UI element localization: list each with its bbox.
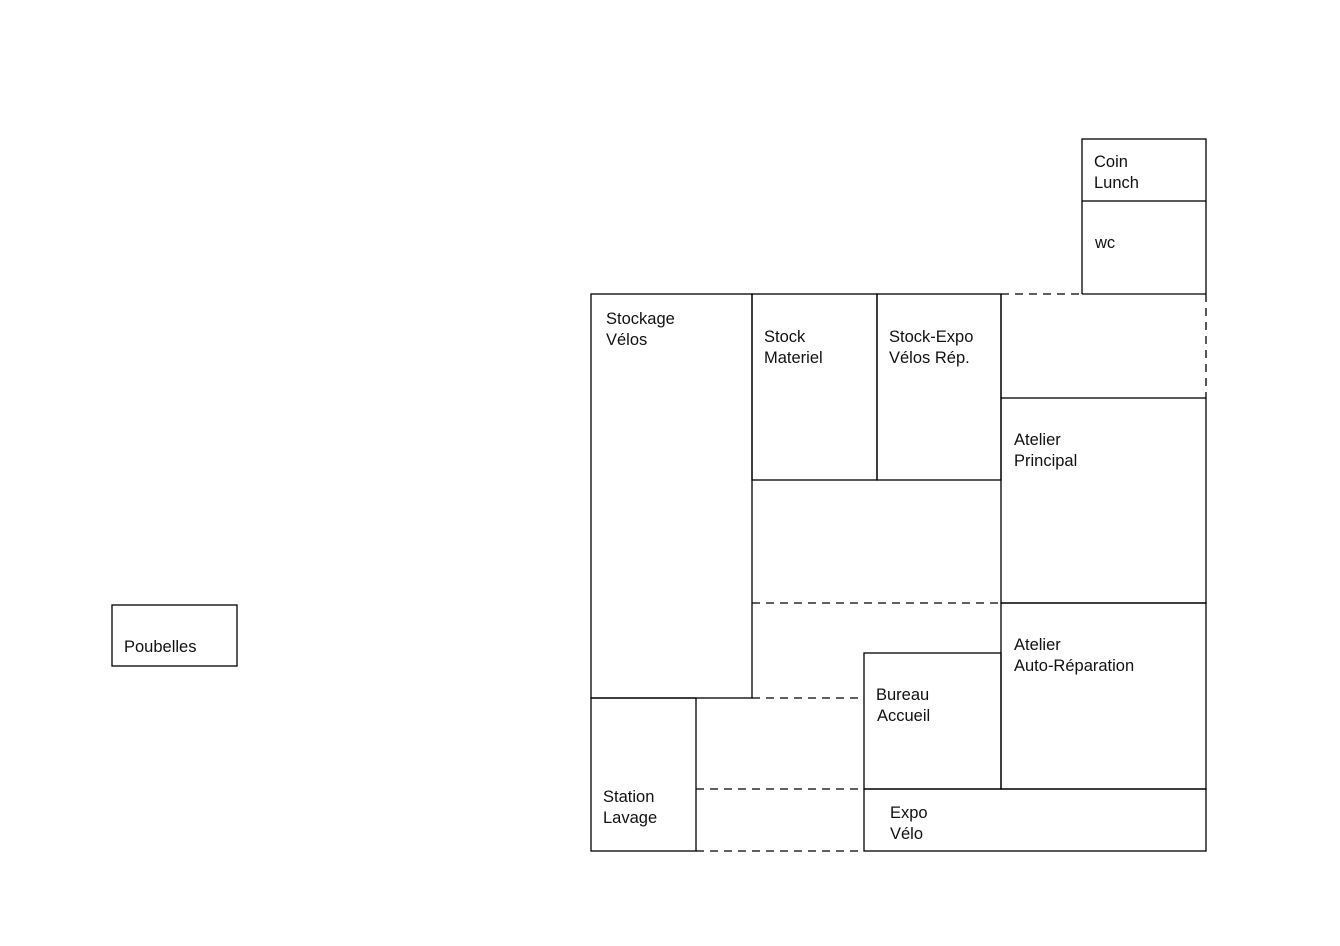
- room-poubelles: [111, 604, 238, 667]
- label-bureau-accueil-1: Bureau: [876, 686, 929, 704]
- room-atelier-auto: [1000, 602, 1207, 790]
- label-wc: wc: [1094, 234, 1115, 252]
- label-stock-expo-1: Stock-Expo: [889, 328, 973, 346]
- label-coin-lunch-1: Coin: [1094, 153, 1128, 171]
- label-stockage-velos-2: Vélos: [606, 331, 647, 349]
- label-expo-velo-2: Vélo: [890, 825, 923, 843]
- room-atelier-principal: [1000, 397, 1207, 604]
- room-coin-lunch: [1081, 138, 1207, 202]
- label-poubelles: Poubelles: [124, 638, 196, 656]
- room-stockage-velos: [590, 293, 753, 699]
- label-coin-lunch-2: Lunch: [1094, 174, 1139, 192]
- label-bureau-accueil-2: Accueil: [877, 707, 930, 725]
- label-atelier-auto-2: Auto-Réparation: [1014, 657, 1134, 675]
- label-atelier-auto-1: Atelier: [1014, 636, 1061, 654]
- label-station-lavage-2: Lavage: [603, 809, 657, 827]
- room-station-lavage: [590, 697, 697, 852]
- label-stock-materiel-2: Materiel: [764, 349, 823, 367]
- label-stock-expo-2: Vélos Rép.: [889, 349, 970, 367]
- room-expo-velo: [863, 788, 1207, 852]
- room-stock-expo: [876, 293, 1002, 481]
- label-atelier-principal-1: Atelier: [1014, 431, 1061, 449]
- label-stock-materiel-1: Stock: [764, 328, 806, 346]
- label-atelier-principal-2: Principal: [1014, 452, 1077, 470]
- room-stock-materiel: [751, 293, 878, 481]
- label-stockage-velos-1: Stockage: [606, 310, 675, 328]
- label-expo-velo-1: Expo: [890, 804, 928, 822]
- label-station-lavage-1: Station: [603, 788, 654, 806]
